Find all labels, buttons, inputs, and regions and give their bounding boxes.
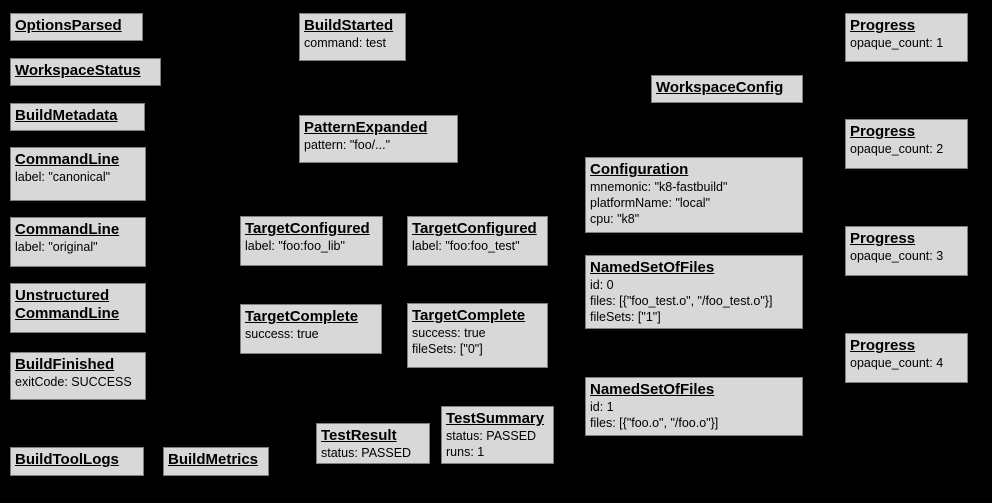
node-workspace-status: WorkspaceStatus (10, 58, 161, 86)
node-target-complete-foo-lib: TargetComplete success: true (240, 304, 382, 354)
node-field: opaque_count: 3 (850, 249, 944, 263)
node-field: mnemonic: "k8-fastbuild" (590, 180, 728, 194)
node-title: TestResult (321, 427, 397, 444)
node-field: success: true (412, 326, 486, 340)
node-configuration: Configuration mnemonic: "k8-fastbuild" pla… (585, 157, 803, 233)
node-title: CommandLine (15, 221, 120, 238)
node-build-tool-logs: BuildToolLogs (10, 447, 144, 476)
node-title: TargetComplete (412, 307, 526, 324)
node-test-result: TestResult status: PASSED (316, 423, 430, 464)
node-title: Progress (850, 230, 916, 247)
node-field: runs: 1 (446, 445, 485, 459)
node-field: files: [{"foo_test.o", "/foo_test.o"}] (590, 294, 773, 308)
node-title: PatternExpanded (304, 119, 428, 136)
node-title: Unstructured (15, 287, 110, 304)
node-named-set-of-files-0: NamedSetOfFiles id: 0 files: [{"foo_test.o… (585, 255, 803, 329)
node-title: WorkspaceConfig (656, 79, 784, 96)
node-title: BuildStarted (304, 17, 394, 34)
node-named-set-of-files-1: NamedSetOfFiles id: 1 files: [{"foo.o", "/… (585, 377, 803, 436)
node-title: WorkspaceStatus (15, 62, 141, 79)
node-title: CommandLine (15, 305, 120, 322)
node-title: BuildFinished (15, 356, 115, 373)
node-title: NamedSetOfFiles (590, 381, 715, 398)
node-build-finished: BuildFinished exitCode: SUCCESS (10, 352, 146, 400)
node-field: platformName: "local" (590, 196, 711, 210)
node-progress-1: Progress opaque_count: 1 (845, 13, 968, 62)
node-field: fileSets: ["1"] (590, 310, 661, 324)
node-field: exitCode: SUCCESS (15, 375, 132, 389)
node-field: label: "foo:foo_test" (412, 239, 520, 253)
node-title: BuildMetrics (168, 451, 259, 468)
node-field: id: 0 (590, 278, 614, 292)
node-build-started: BuildStarted command: test (299, 13, 406, 61)
node-progress-4: Progress opaque_count: 4 (845, 333, 968, 383)
node-field: label: "canonical" (15, 170, 111, 184)
node-title: NamedSetOfFiles (590, 259, 715, 276)
node-title: TargetComplete (245, 308, 359, 325)
node-title: Progress (850, 337, 916, 354)
node-title: TargetConfigured (245, 220, 370, 237)
node-title: TestSummary (446, 410, 545, 427)
node-field: pattern: "foo/..." (304, 138, 391, 152)
node-title: Progress (850, 17, 916, 34)
node-field: id: 1 (590, 400, 614, 414)
node-title: TargetConfigured (412, 220, 537, 237)
node-title: OptionsParsed (15, 17, 122, 34)
node-progress-2: Progress opaque_count: 2 (845, 119, 968, 169)
node-target-complete-foo-test: TargetComplete success: true fileSets: ["0… (407, 303, 548, 368)
node-build-metrics: BuildMetrics (163, 447, 269, 476)
node-command-line-original: CommandLine label: "original" (10, 217, 146, 267)
node-field: label: "original" (15, 240, 98, 254)
node-title: BuildToolLogs (15, 451, 119, 468)
node-field: success: true (245, 327, 319, 341)
node-field: opaque_count: 4 (850, 356, 944, 370)
node-field: opaque_count: 2 (850, 142, 944, 156)
node-title: Configuration (590, 161, 689, 178)
node-field: fileSets: ["0"] (412, 342, 483, 356)
node-title: CommandLine (15, 151, 120, 168)
node-options-parsed: OptionsParsed (10, 13, 143, 41)
node-pattern-expanded: PatternExpanded pattern: "foo/..." (299, 115, 458, 163)
node-field: status: PASSED (446, 429, 537, 443)
node-title: Progress (850, 123, 916, 140)
node-field: label: "foo:foo_lib" (245, 239, 345, 253)
node-title: BuildMetadata (15, 107, 118, 124)
node-build-metadata: BuildMetadata (10, 103, 145, 131)
node-field: status: PASSED (321, 446, 412, 460)
node-command-line-canonical: CommandLine label: "canonical" (10, 147, 146, 201)
node-workspace-config: WorkspaceConfig (651, 75, 803, 103)
node-field: command: test (304, 36, 386, 50)
node-test-summary: TestSummary status: PASSED runs: 1 (441, 406, 554, 464)
node-target-configured-foo-test: TargetConfigured label: "foo:foo_test" (407, 216, 548, 266)
node-field: cpu: "k8" (590, 212, 640, 226)
node-progress-3: Progress opaque_count: 3 (845, 226, 968, 276)
node-target-configured-foo-lib: TargetConfigured label: "foo:foo_lib" (240, 216, 383, 266)
node-field: opaque_count: 1 (850, 36, 944, 50)
node-field: files: [{"foo.o", "/foo.o"}] (590, 416, 719, 430)
